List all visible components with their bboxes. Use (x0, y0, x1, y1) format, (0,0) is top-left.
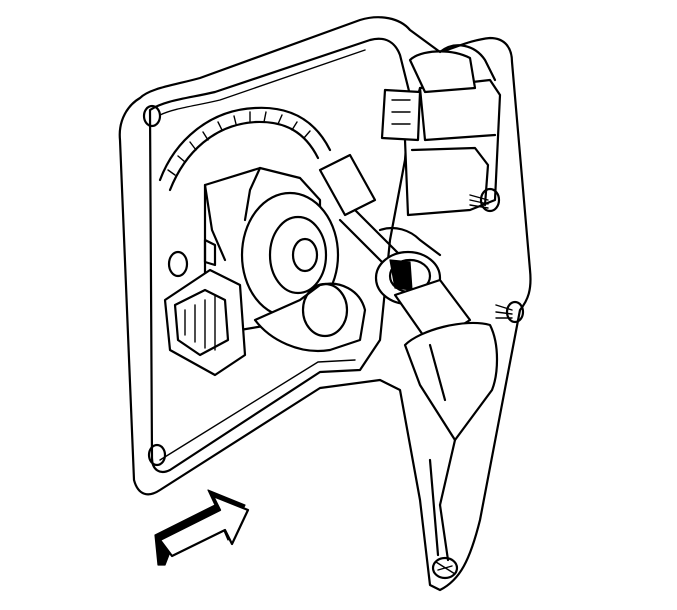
upper-connector (380, 44, 502, 217)
direction-arrow-icon (154, 489, 250, 566)
mounting-hole-bottom (431, 556, 459, 580)
mounting-holes (142, 104, 459, 580)
wiring-harness (158, 106, 332, 192)
lever-assembly (393, 278, 525, 562)
mounting-hole-bottom-left (147, 443, 167, 467)
screw-upper (469, 187, 501, 213)
mounting-hole-top-left (142, 104, 162, 128)
motor-housing (203, 166, 367, 353)
screw-right (495, 300, 525, 324)
mounting-hole-left (167, 250, 189, 278)
left-connector (163, 238, 247, 377)
